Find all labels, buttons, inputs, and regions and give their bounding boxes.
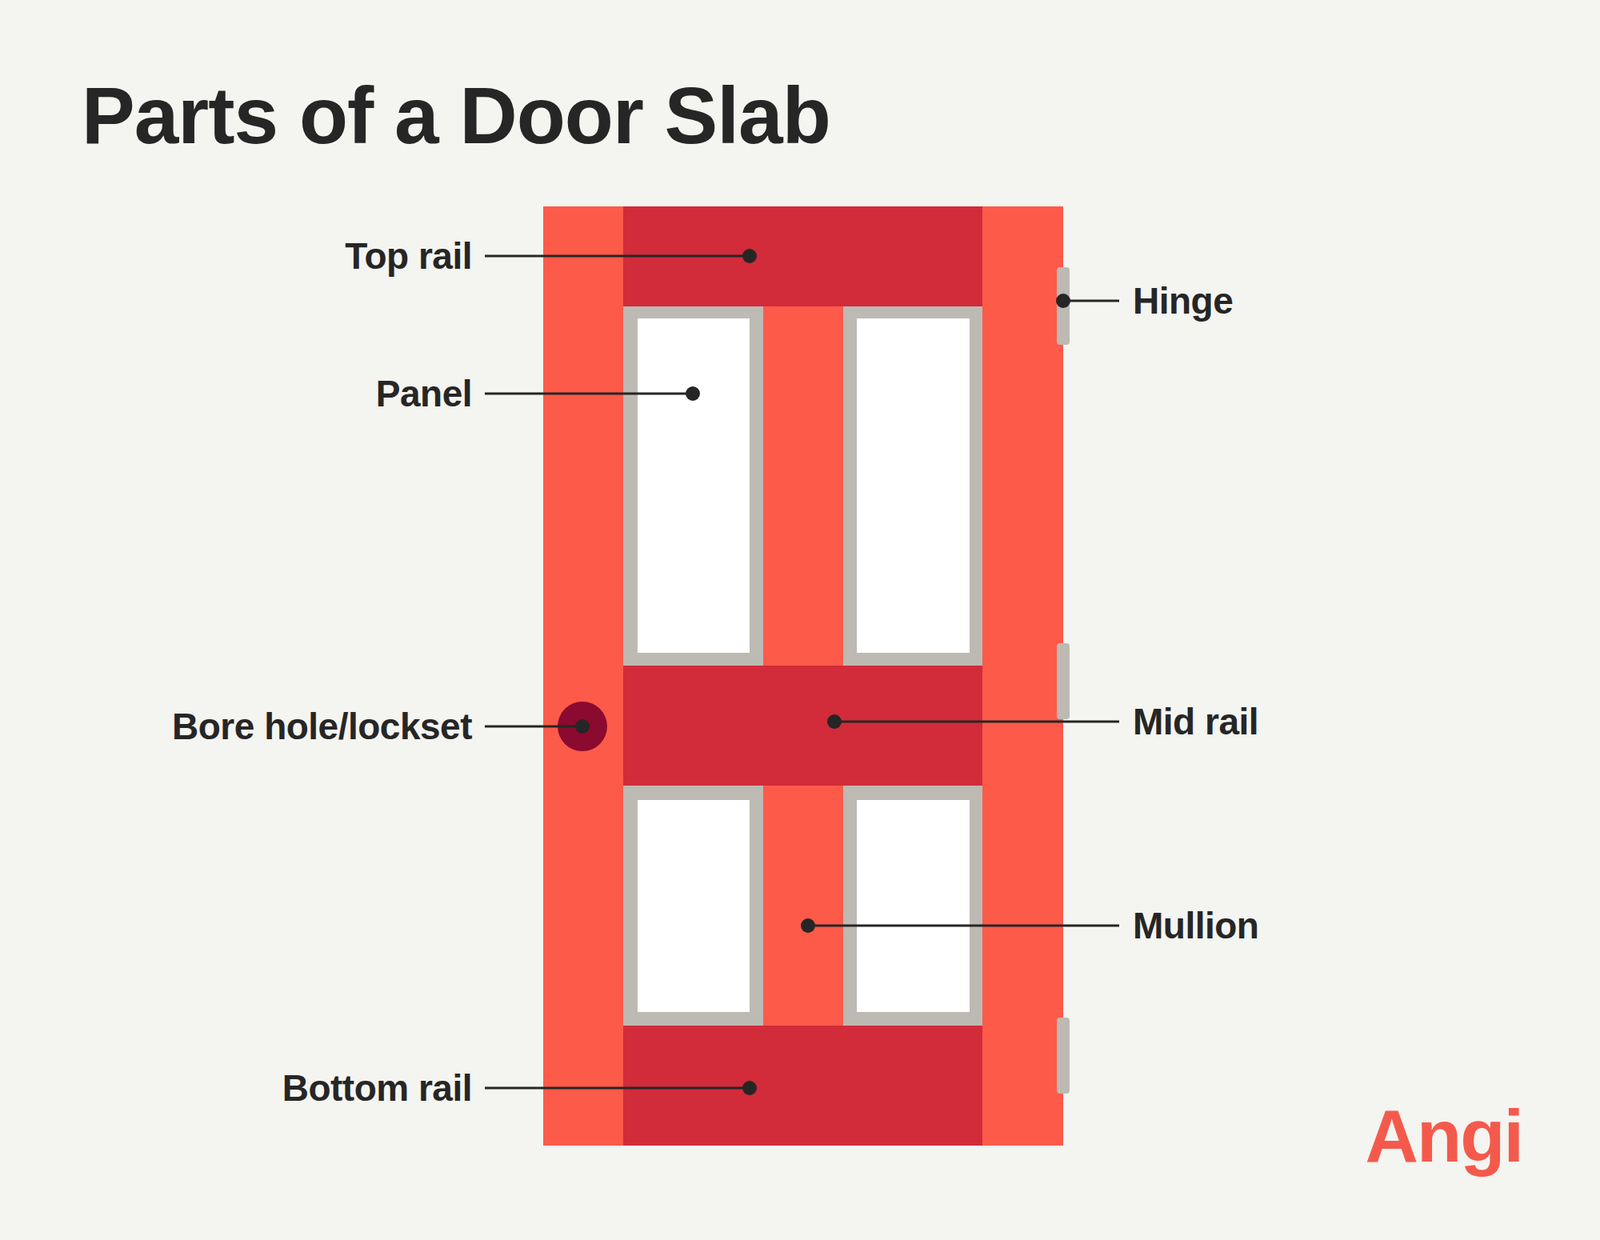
leader-line bbox=[834, 720, 1120, 724]
leader-line bbox=[484, 392, 693, 396]
leader-line bbox=[808, 924, 1120, 928]
brand-watermark: Angi bbox=[1365, 1099, 1523, 1173]
part-label: Mullion bbox=[1132, 907, 1259, 944]
leader-dot bbox=[685, 386, 700, 401]
title: Parts of a Door Slab bbox=[81, 75, 831, 156]
leader-lines bbox=[484, 256, 1120, 1088]
leader-dot bbox=[1056, 293, 1071, 308]
part-label: Hinge bbox=[1132, 282, 1233, 320]
leader-dot bbox=[575, 719, 590, 734]
part-label: Panel bbox=[376, 375, 472, 412]
hinge bbox=[1056, 1017, 1070, 1094]
hinge bbox=[1056, 267, 1070, 345]
panel bbox=[856, 800, 970, 1012]
mid-rail bbox=[623, 665, 983, 786]
panel bbox=[856, 318, 970, 653]
panel-frame bbox=[623, 306, 764, 666]
leader-line bbox=[484, 1087, 750, 1090]
leader-line bbox=[484, 725, 583, 728]
leader-dots bbox=[575, 248, 1071, 1096]
leader-dot bbox=[800, 918, 816, 933]
hinge-stile bbox=[982, 206, 1064, 1146]
panel bbox=[637, 800, 750, 1012]
part-label: Bore hole/lockset bbox=[172, 708, 472, 745]
leader-dot bbox=[742, 248, 757, 264]
part-label: Top rail bbox=[344, 237, 472, 275]
leader-line bbox=[484, 255, 750, 258]
lock-stile bbox=[543, 206, 624, 1146]
panel bbox=[637, 318, 750, 653]
panel-frame bbox=[623, 785, 764, 1026]
panel-frame bbox=[843, 306, 983, 666]
leader-dot bbox=[742, 1080, 757, 1096]
leader-line bbox=[1063, 300, 1120, 303]
hinge bbox=[1056, 643, 1070, 720]
bottom-rail bbox=[623, 1025, 983, 1146]
part-label: Bottom rail bbox=[282, 1069, 472, 1107]
leader-dot bbox=[827, 714, 842, 729]
part-label: Mid rail bbox=[1132, 703, 1259, 740]
panel-frame bbox=[843, 785, 983, 1026]
